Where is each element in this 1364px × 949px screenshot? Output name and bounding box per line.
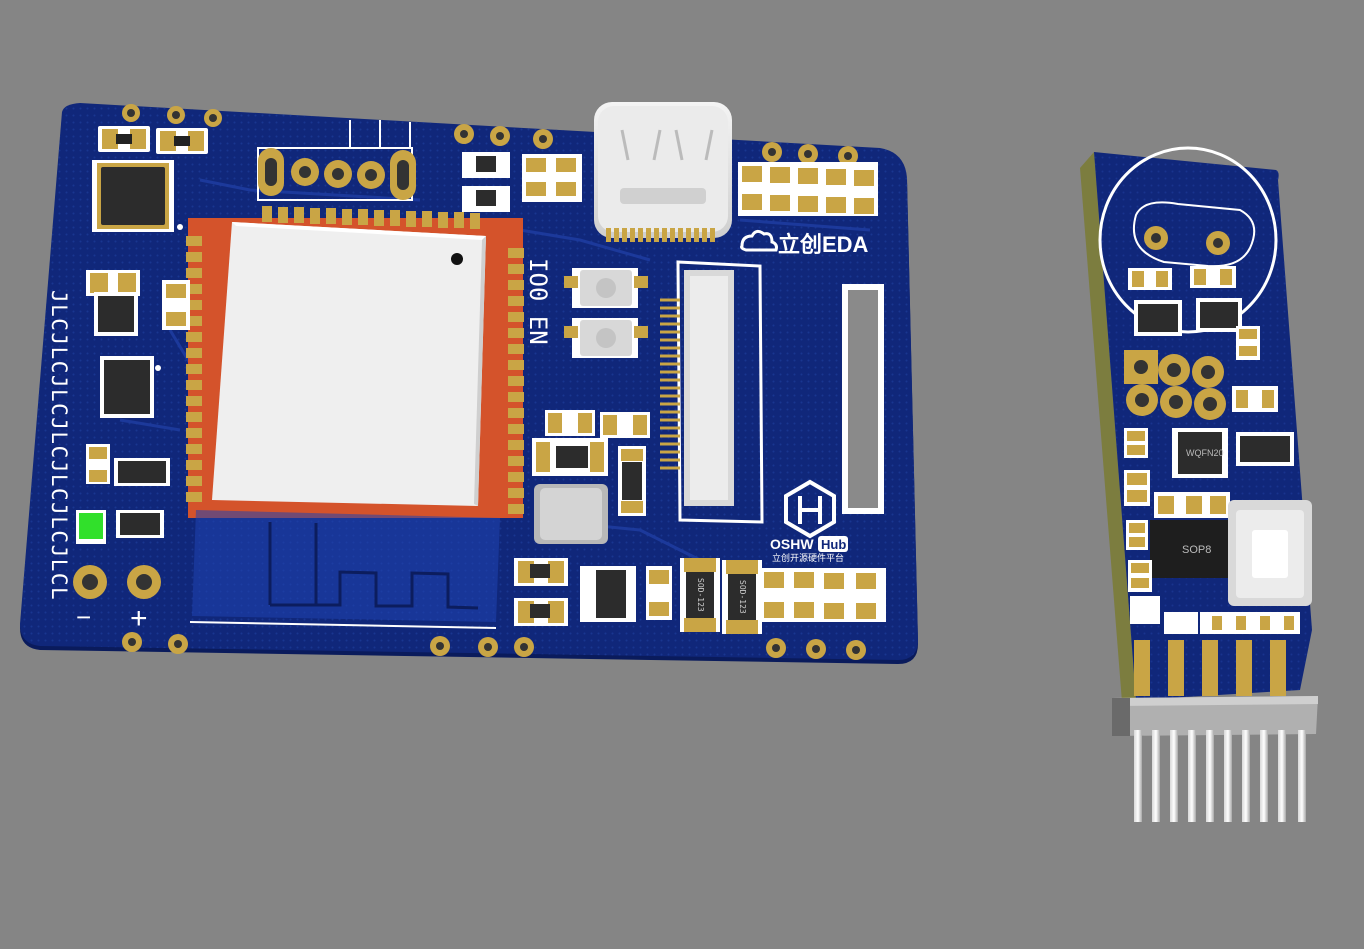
wqfn-chip-label: WQFN20 — [1186, 448, 1224, 458]
battery-holder-outline — [1098, 146, 1278, 334]
plus-label: + — [130, 602, 148, 635]
oshw-subtitle: 立创开源硬件平台 — [772, 552, 844, 563]
hub-text: Hub — [821, 537, 846, 552]
resistor-array-top-left — [98, 126, 208, 154]
oshw-text: OSHW — [770, 536, 814, 552]
through-holes-top-middle — [454, 124, 858, 166]
power-pads — [73, 565, 161, 599]
minus-label: − — [76, 602, 91, 632]
fpc-connector — [660, 260, 764, 524]
through-holes-top-left — [122, 104, 222, 127]
small-pcb-board: WQFN20 SOP8 — [1080, 146, 1318, 822]
eda-logo: 立创EDA — [740, 229, 869, 257]
through-holes-bottom — [122, 632, 866, 660]
top-middle-components — [462, 152, 582, 212]
esp32-module — [186, 206, 524, 518]
bottom-row-components — [514, 558, 886, 634]
sop8-chip-label: SOP8 — [1182, 544, 1211, 556]
mounting-slot — [842, 284, 884, 514]
left-components — [76, 270, 190, 544]
header-footprint-top — [257, 120, 416, 201]
main-pcb-board: JLCJLCJLCJLCJLCJLCJLCL − — [20, 102, 918, 664]
antenna-area — [189, 510, 500, 629]
pin1-dot — [451, 253, 463, 265]
power-section-components — [532, 410, 650, 544]
usb-c-connector — [594, 102, 732, 242]
button-labels: IO0 EN — [524, 258, 552, 345]
qfn-chip-top-left — [92, 160, 183, 232]
cloud-icon — [740, 229, 778, 252]
tactile-buttons — [564, 268, 648, 358]
small-board-components: WQFN20 SOP8 — [1124, 266, 1312, 696]
pin-header — [1112, 696, 1318, 822]
eda-brand-text: 立创EDA — [778, 232, 869, 257]
chip-mark-2: SOD-123 — [738, 580, 747, 614]
sop8-chip — [1150, 520, 1232, 578]
resistor-array-top-right — [738, 162, 878, 216]
esp32-shield-can — [212, 222, 486, 506]
jlc-vertical-label: JLCJLCJLCJLCJLCJLCJLCL — [47, 290, 71, 601]
oshwhub-logo: OSHW Hub 立创开源硬件平台 — [770, 479, 848, 563]
oshwhub-hex-icon — [784, 479, 836, 539]
chip-mark-1: SOD-123 — [696, 578, 705, 612]
